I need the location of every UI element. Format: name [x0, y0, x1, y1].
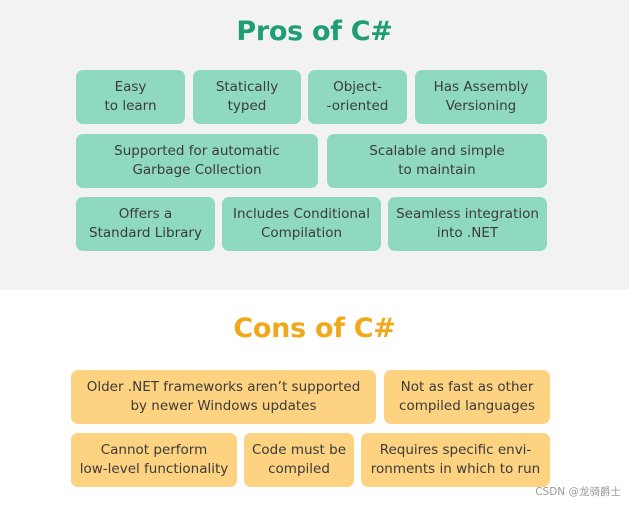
con-card-specific-environments: Requires specific envi- ronments in whic…	[361, 433, 550, 487]
pros-title: Pros of C#	[236, 16, 393, 47]
pro-card-conditional-compilation: Includes Conditional Compilation	[222, 197, 381, 251]
con-card-must-be-compiled: Code must be compiled	[244, 433, 354, 487]
pro-card-garbage-collection: Supported for automatic Garbage Collecti…	[76, 134, 318, 188]
cons-panel: Cons of C# Older .NET frameworks aren’t …	[0, 290, 629, 505]
pro-card-scalable: Scalable and simple to maintain	[327, 134, 547, 188]
cons-title: Cons of C#	[233, 313, 396, 344]
pro-card-easy-to-learn: Easy to learn	[76, 70, 185, 124]
pro-card-assembly-versioning: Has Assembly Versioning	[415, 70, 547, 124]
pro-card-statically-typed: Statically typed	[193, 70, 301, 124]
pros-panel: Pros of C# Easy to learn Statically type…	[0, 0, 629, 290]
pro-card-standard-library: Offers a Standard Library	[76, 197, 215, 251]
con-card-low-level: Cannot perform low-level functionality	[71, 433, 237, 487]
con-card-not-as-fast: Not as fast as other compiled languages	[384, 370, 550, 424]
watermark: CSDN @龙骑爵士	[535, 486, 621, 498]
pro-card-dotnet-integration: Seamless integration into .NET	[388, 197, 547, 251]
pro-card-object-oriented: Object- -oriented	[308, 70, 407, 124]
con-card-older-frameworks: Older .NET frameworks aren’t supported b…	[71, 370, 376, 424]
